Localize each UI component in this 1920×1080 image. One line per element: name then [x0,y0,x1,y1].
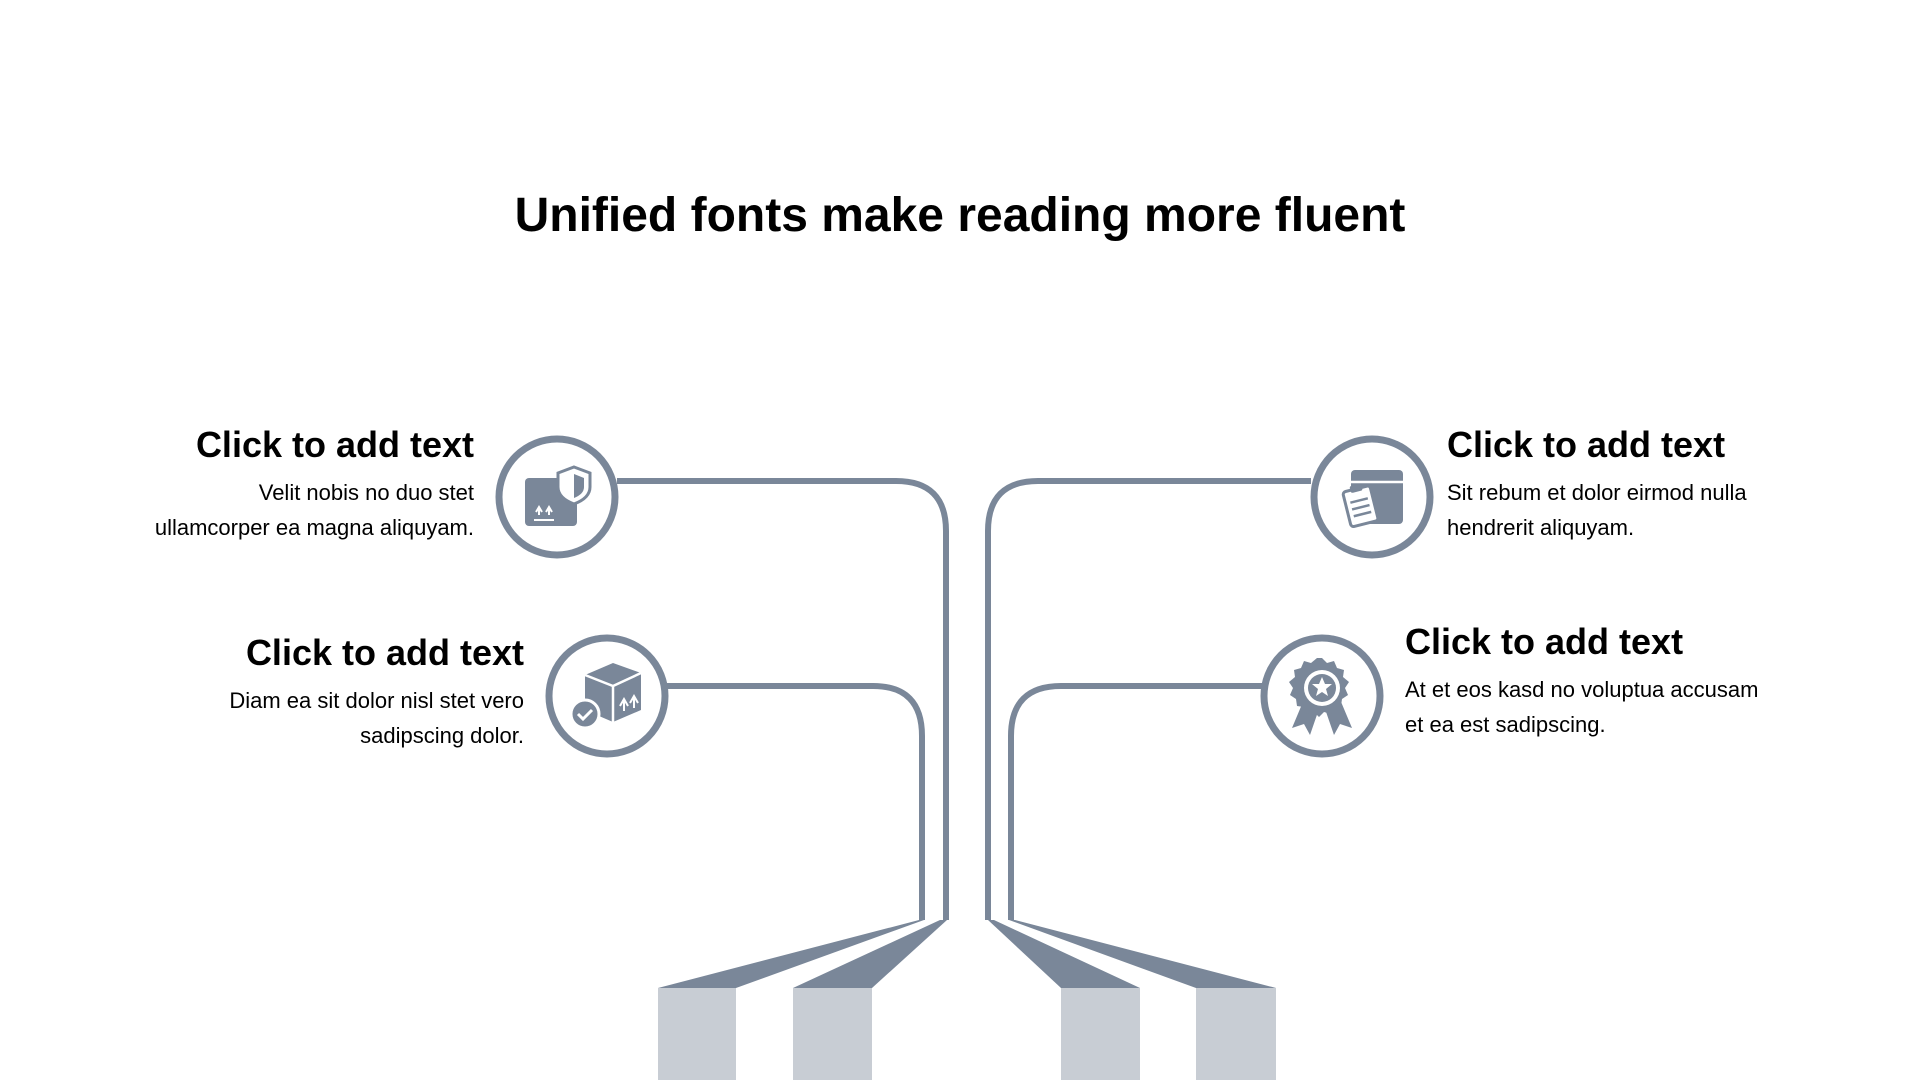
item-body-line: sadipscing dolor. [360,723,524,748]
item-heading[interactable]: Click to add text [1405,621,1684,662]
item-heading[interactable]: Click to add text [245,632,524,673]
text-block-3: Click to add text Sit rebum et dolor eir… [1447,423,1920,545]
text-block-4: Click to add text At et eos kasd no volu… [1405,620,1920,742]
connector-line-2 [667,683,925,920]
item-body[interactable]: Velit nobis no duo stet ullamcorper ea m… [0,475,474,545]
award-ribbon-icon [1289,658,1352,735]
item-body[interactable]: Sit rebum et dolor eirmod nulla hendreri… [1447,475,1920,545]
item-body[interactable]: Diam ea sit dolor nisl stet vero sadipsc… [0,683,524,753]
connector-line-3 [985,478,1311,920]
item-body-line: Velit nobis no duo stet [258,480,474,505]
column-cap-1 [658,920,924,988]
item-body-line: Diam ea sit dolor nisl stet vero [229,688,524,713]
connector-line-1 [617,478,949,920]
base-columns [658,988,1276,1080]
text-block-1: Click to add text Velit nobis no duo ste… [0,423,474,545]
column-cap-4 [1009,920,1276,988]
base-column-4 [1196,988,1276,1080]
item-body-line: ullamcorper ea magna aliquyam. [154,515,474,540]
box-clipboard-icon [1341,470,1403,529]
item-body-line: Sit rebum et dolor eirmod nulla [1447,480,1747,505]
item-body-line: hendrerit aliquyam. [1447,515,1635,540]
base-column-1 [658,988,736,1080]
package-shield-icon [525,465,592,526]
page-title: Unified fonts make reading more fluent [514,189,1406,242]
connector-line-4 [1008,683,1263,920]
item-body-line: At et eos kasd no voluptua accusam [1405,677,1759,702]
column-cap-3 [988,920,1140,988]
item-heading[interactable]: Click to add text [195,424,474,465]
connector-lines [617,478,1311,920]
text-block-2: Click to add text Diam ea sit dolor nisl… [0,631,524,753]
column-caps [658,920,1276,988]
item-body[interactable]: At et eos kasd no voluptua accusam et ea… [1405,672,1920,742]
item-body-line: et ea est sadipscing. [1405,712,1606,737]
base-column-3 [1061,988,1140,1080]
box-checkmark-icon [569,663,642,730]
column-cap-2 [793,920,947,988]
base-column-2 [793,988,872,1080]
item-heading[interactable]: Click to add text [1447,424,1726,465]
